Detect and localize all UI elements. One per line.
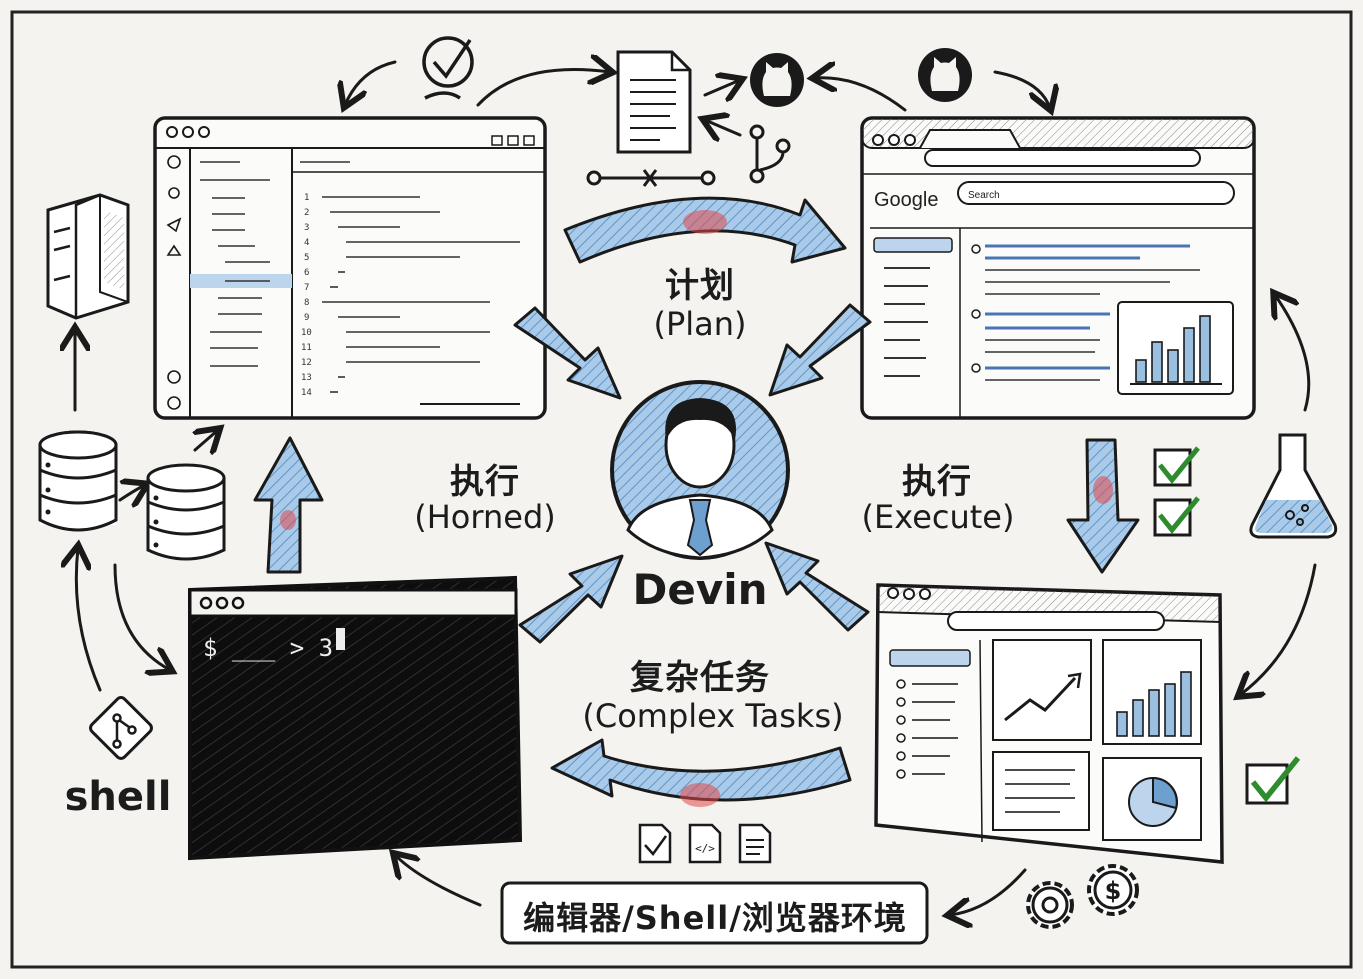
plan-label-zh: 计划 [665, 266, 735, 306]
svg-text:5: 5 [304, 253, 309, 263]
exec-left-label-en: (Horned) [414, 498, 556, 536]
browser-to-devin-arrow [768, 303, 872, 397]
terminal-to-devin-arrow [518, 554, 624, 644]
svg-text:2: 2 [304, 208, 309, 218]
server-icon [46, 193, 130, 320]
thin-arrows [75, 62, 1317, 915]
svg-text:1: 1 [304, 193, 309, 203]
horned-up-arrow [253, 436, 324, 574]
exec-right-label-zh: 执行 [902, 462, 972, 502]
tasks-label-en: (Complex Tasks) [582, 697, 844, 735]
file-code-icon: </> [688, 823, 722, 864]
svg-text:</>: </> [695, 842, 715, 855]
svg-text:6: 6 [304, 268, 309, 278]
terminal-window[interactable] [188, 575, 523, 861]
browser-search-input[interactable]: Search [968, 190, 1000, 201]
git-icon [89, 696, 153, 760]
tasks-arrow [550, 738, 852, 802]
svg-text:$: $ [1105, 877, 1122, 905]
checkmark-icon [1153, 446, 1200, 487]
database-icon [38, 430, 118, 532]
file-text-icon [738, 823, 772, 864]
checkmark-icon [422, 36, 474, 100]
dollar-gear-icon: $ [1087, 864, 1139, 916]
outer-frame [10, 10, 1353, 969]
editor-to-devin-arrow [513, 306, 622, 400]
environment-box [500, 881, 929, 945]
github-icon [750, 53, 804, 107]
svg-text:7: 7 [304, 283, 309, 293]
shell-label: shell [64, 774, 172, 820]
arrow-highlights [280, 210, 1113, 807]
svg-text:10: 10 [301, 328, 312, 338]
svg-text:9: 9 [304, 313, 309, 323]
svg-text:14: 14 [301, 388, 312, 398]
flow-arrows [253, 196, 1140, 802]
github-icon [918, 48, 972, 102]
plan-label-en: (Plan) [653, 305, 747, 343]
checkmark-icon [1245, 756, 1301, 805]
svg-text:3: 3 [304, 223, 309, 233]
svg-text:8: 8 [304, 298, 309, 308]
svg-text:13: 13 [301, 373, 312, 383]
devin-avatar [610, 380, 790, 560]
file-check-icon [638, 823, 672, 864]
environment-label: 编辑器/Shell/浏览器环境 [523, 899, 907, 937]
terminal-prompt: $ ___ > 3 [203, 634, 333, 662]
document-icon [616, 50, 692, 154]
tasks-label-zh: 复杂任务 [630, 658, 770, 698]
svg-text:4: 4 [304, 238, 309, 248]
devin-name: Devin [632, 565, 768, 614]
execute-down-arrow [1066, 438, 1140, 574]
checkmark-icon [1153, 496, 1200, 537]
browser-brand: Google [874, 189, 939, 211]
search-browser-window[interactable] [860, 116, 1256, 420]
flask-icon [1249, 433, 1338, 539]
svg-text:12: 12 [301, 358, 312, 368]
svg-text:11: 11 [301, 343, 312, 353]
commit-line [586, 169, 716, 187]
dashboard-to-devin-arrow [764, 541, 870, 632]
branch-icon [749, 124, 791, 184]
exec-right-label-en: (Execute) [861, 498, 1015, 536]
dashboard-browser-window[interactable] [874, 583, 1224, 864]
gear-icon [1026, 881, 1074, 929]
database-icon [146, 463, 226, 561]
exec-left-label-zh: 执行 [450, 462, 520, 502]
